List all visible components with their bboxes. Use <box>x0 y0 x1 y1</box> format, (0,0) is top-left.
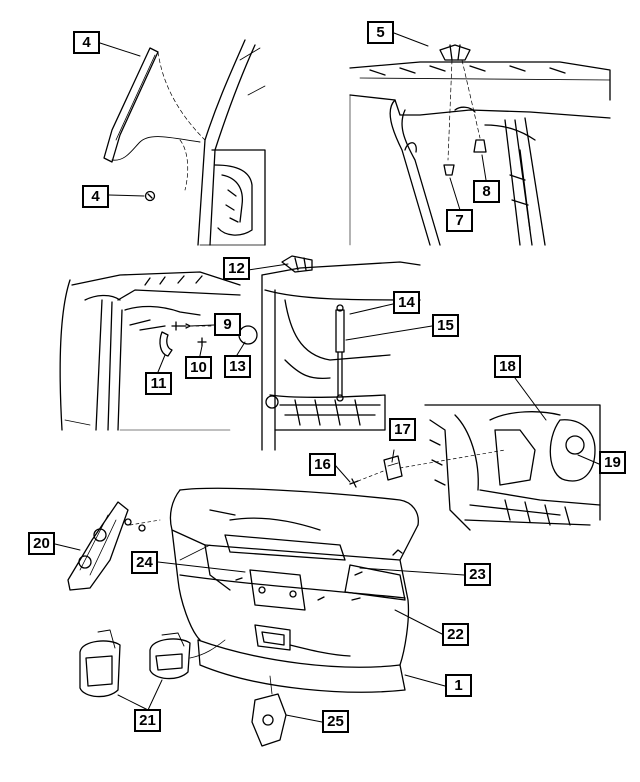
screw-part-16 <box>349 449 506 488</box>
screw-part-10 <box>197 337 207 347</box>
callout-18: 18 <box>494 355 521 378</box>
callout-5: 5 <box>367 21 394 44</box>
tail-lamp-part-20 <box>67 501 161 591</box>
bolt-part-8 <box>473 139 487 153</box>
callout-25: 25 <box>322 710 349 733</box>
callout-15: 15 <box>432 314 459 337</box>
callout-1: 1 <box>445 674 472 697</box>
callout-13: 13 <box>224 355 251 378</box>
roof-hinge-view <box>349 61 611 246</box>
rear-body-view <box>424 404 601 531</box>
d-pillar-view <box>59 271 241 431</box>
bracket-part-11 <box>159 331 173 357</box>
hinge-part-5 <box>439 44 481 161</box>
strut-part-14 <box>335 304 345 402</box>
glass-molding-part <box>103 47 206 191</box>
callout-4: 4 <box>82 185 109 208</box>
callout-24: 24 <box>131 551 158 574</box>
callout-21: 21 <box>134 709 161 732</box>
callout-23: 23 <box>464 563 491 586</box>
liftgate-opening-view <box>261 261 421 451</box>
callout-19: 19 <box>599 451 626 474</box>
hinge-part-12 <box>281 255 313 273</box>
grommet-part-13 <box>238 325 258 345</box>
leader-lines <box>54 32 600 723</box>
callout-10: 10 <box>185 356 212 379</box>
callout-14: 14 <box>393 291 420 314</box>
callout-11: 11 <box>145 372 172 395</box>
callout-7: 7 <box>446 209 473 232</box>
callout-22: 22 <box>442 623 469 646</box>
handle-part-21 <box>79 629 226 698</box>
callout-16: 16 <box>309 453 336 476</box>
rear-pillar-view <box>197 39 266 246</box>
nut-part-4 <box>144 190 156 202</box>
callout-2: 4 <box>73 31 100 54</box>
callout-8: 8 <box>473 180 500 203</box>
callout-9: 9 <box>214 313 241 336</box>
striker-cover-part-17 <box>383 455 403 481</box>
bolt-part-7 <box>443 164 455 176</box>
callout-17: 17 <box>389 418 416 441</box>
liftgate-assembly-view <box>169 487 419 693</box>
callout-12: 12 <box>223 257 250 280</box>
latch-part-25 <box>251 675 287 747</box>
callout-20: 20 <box>28 532 55 555</box>
